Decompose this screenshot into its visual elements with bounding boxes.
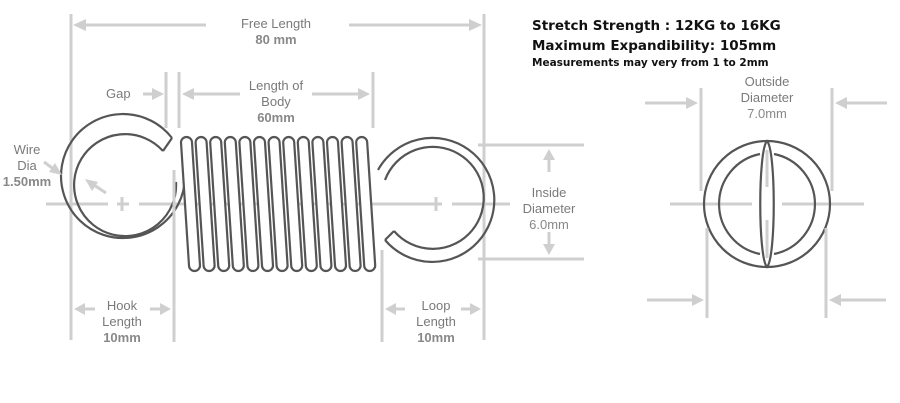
right-loop (377, 136, 496, 264)
inside-diameter-value: 6.0mm (529, 217, 569, 232)
body-length-line2: Body (261, 94, 291, 109)
coil-turn (325, 135, 348, 273)
max-expandability-text: Maximum Expandibility: 105mm (532, 38, 777, 54)
coil-turn (209, 135, 231, 273)
free-length-value: 80 mm (255, 32, 297, 47)
coil-turn (238, 135, 260, 273)
body-length-label: Length of Body 60mm (236, 78, 316, 126)
coil-turn (252, 135, 275, 273)
hook-length-line1: Hook (106, 298, 138, 313)
wire-dia-value: 1.50mm (2, 174, 52, 189)
hook-length-line2: Length (102, 314, 142, 329)
hook-loop-length-dimensions (74, 170, 481, 342)
coil-turn (179, 135, 202, 273)
outside-diameter-line2: Diameter (740, 90, 794, 105)
coil-turn (194, 135, 216, 273)
outside-diameter-label: Outside Diameter 7.0mm (732, 74, 802, 122)
gap-title: Gap (106, 86, 131, 101)
loop-length-value: 10mm (417, 330, 455, 345)
body-length-value: 60mm (257, 110, 295, 125)
free-length-dimension (69, 14, 486, 340)
inside-diameter-label: Inside Diameter 6.0mm (514, 185, 584, 233)
wire-dia-line2: Dia (17, 158, 37, 173)
body-length-dimension (143, 72, 375, 128)
outside-diameter-value: 7.0mm (747, 106, 787, 121)
coil-turn (340, 135, 362, 273)
loop-length-line2: Length (416, 314, 456, 329)
coil-body (179, 135, 377, 273)
loop-length-line1: Loop (421, 298, 451, 313)
hook-length-value: 10mm (103, 330, 141, 345)
coil-turn (311, 135, 333, 273)
inside-diameter-line1: Inside (531, 185, 567, 200)
end-view (645, 88, 887, 318)
coil-turn (296, 135, 318, 273)
wire-dia-arrows (43, 160, 107, 195)
coil-turn (267, 135, 289, 273)
coil-turn (355, 135, 377, 273)
free-length-title: Free Length (240, 16, 312, 31)
hook-length-label: Hook Length 10mm (94, 298, 150, 346)
wire-dia-line1: Wire (13, 142, 41, 157)
body-length-line1: Length of (248, 78, 304, 93)
wire-dia-label: Wire Dia 1.50mm (2, 142, 52, 190)
coil-turn (282, 135, 304, 273)
inside-diameter-dimension (478, 143, 584, 261)
left-hook (60, 112, 187, 240)
tolerance-note-text: Measurements may very from 1 to 2mm (532, 57, 769, 69)
gap-label: Gap (106, 86, 131, 102)
stretch-strength-text: Stretch Strength : 12KG to 16KG (532, 18, 781, 34)
loop-length-label: Loop Length 10mm (408, 298, 464, 346)
inside-diameter-line2: Diameter (522, 201, 576, 216)
free-length-label: Free Length 80 mm (216, 16, 336, 48)
coil-turn (223, 135, 245, 273)
outside-diameter-line1: Outside (744, 74, 790, 89)
